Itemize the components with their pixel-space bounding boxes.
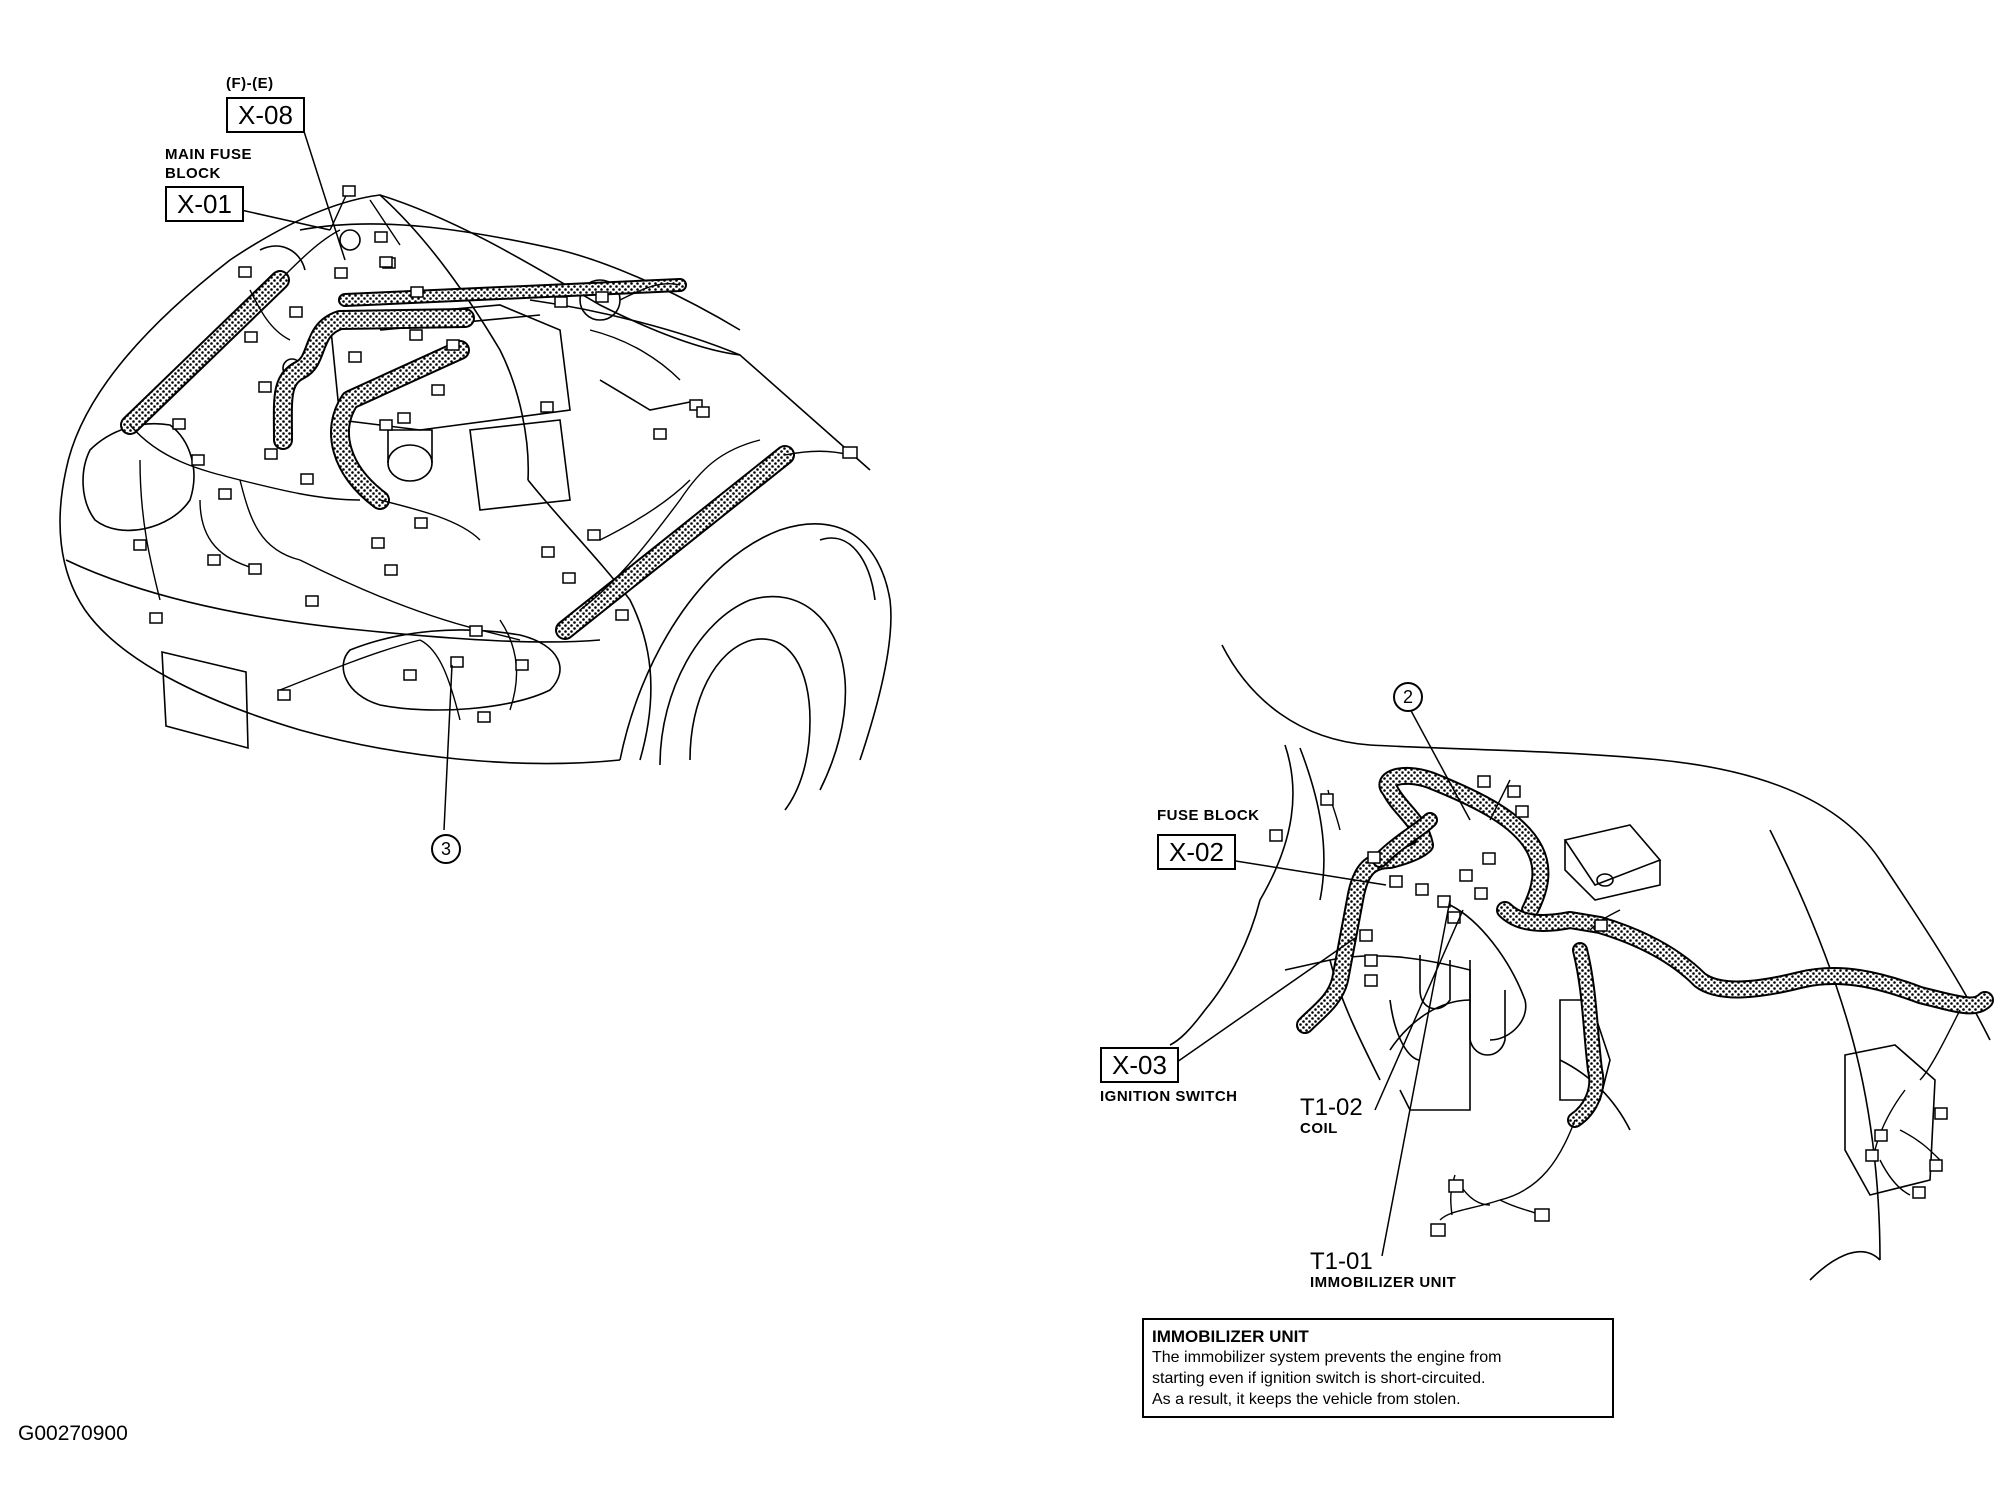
front-harness-bands	[120, 270, 795, 640]
note-title: IMMOBILIZER UNIT	[1152, 1327, 1309, 1346]
x03-caption: IGNITION SWITCH	[1100, 1088, 1238, 1105]
t102-id: T1-02	[1300, 1094, 1363, 1121]
t101-id: T1-01	[1310, 1248, 1373, 1275]
x08-prefix: (F)-(E)	[226, 75, 274, 92]
note-line-3: As a result, it keeps the vehicle from s…	[1152, 1391, 1461, 1408]
callout-2: 2	[1393, 682, 1423, 712]
front-leader-lines	[240, 121, 453, 831]
front-connector-blocks	[133, 185, 858, 723]
x08-box: X-08	[226, 97, 305, 133]
dash-harness-bands	[1296, 766, 1994, 1128]
x01-caption-line1: MAIN FUSE	[165, 146, 252, 163]
note-line-2: starting even if ignition switch is shor…	[1152, 1370, 1486, 1387]
x02-box: X-02	[1157, 834, 1236, 870]
figure-code: G00270900	[18, 1422, 128, 1445]
x02-caption: FUSE BLOCK	[1157, 807, 1260, 824]
dash-connector-blocks	[1269, 775, 1948, 1237]
t101-caption: IMMOBILIZER UNIT	[1310, 1274, 1457, 1291]
callout-3: 3	[431, 834, 461, 864]
t102-caption: COIL	[1300, 1120, 1338, 1137]
immobilizer-note-box: IMMOBILIZER UNIT The immobilizer system …	[1142, 1318, 1614, 1418]
front-vehicle-view	[59, 194, 892, 811]
x01-box: X-01	[165, 186, 244, 222]
x03-box: X-03	[1100, 1047, 1179, 1083]
dash-leader-lines	[1176, 706, 1471, 1257]
x01-caption-line2: BLOCK	[165, 165, 221, 182]
note-line-1: The immobilizer system prevents the engi…	[1152, 1349, 1502, 1366]
